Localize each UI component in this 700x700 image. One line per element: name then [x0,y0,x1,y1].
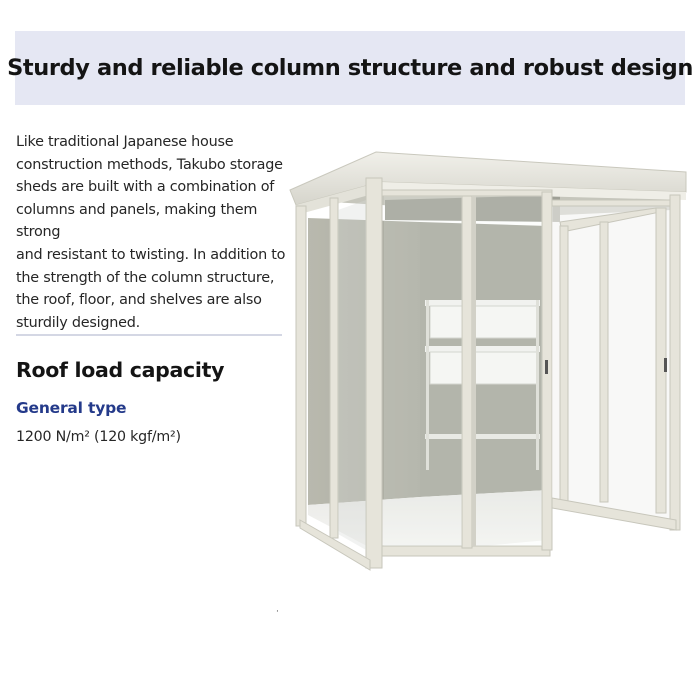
roof-load-value: 1200 N/m² (120 kgf/m²) [16,429,181,445]
section-divider [16,334,282,336]
shelf-unit [425,300,540,470]
description-line: and resistant to twisting. In addition t… [16,246,286,263]
roof-load-heading: Roof load capacity [16,358,225,382]
general-type-label: General type [16,399,127,417]
shed-illustration: TAKUBO [289,151,687,571]
description-line: columns and panels, making them strong [16,201,258,241]
description-line: the strength of the column structure, [16,269,275,286]
title-banner: Sturdy and reliable column structure and… [7,31,693,105]
description-line: sheds are built with a combination of [16,179,275,196]
right-side-wall [551,194,681,531]
front-sliding-doors [381,189,553,557]
description-line: Like traditional Japanese house [16,134,234,150]
description-line: sturdily designed. [16,314,140,331]
page-title: Sturdy and reliable column structure and… [7,55,693,81]
image-mark: · [276,607,279,617]
description-line: the roof, floor, and shelves are also [16,292,262,309]
description-line: construction methods, Takubo storage [16,156,283,173]
storage-shed-image: TAKUBO [276,140,700,620]
description-text: Like traditional Japanese house construc… [16,131,292,334]
